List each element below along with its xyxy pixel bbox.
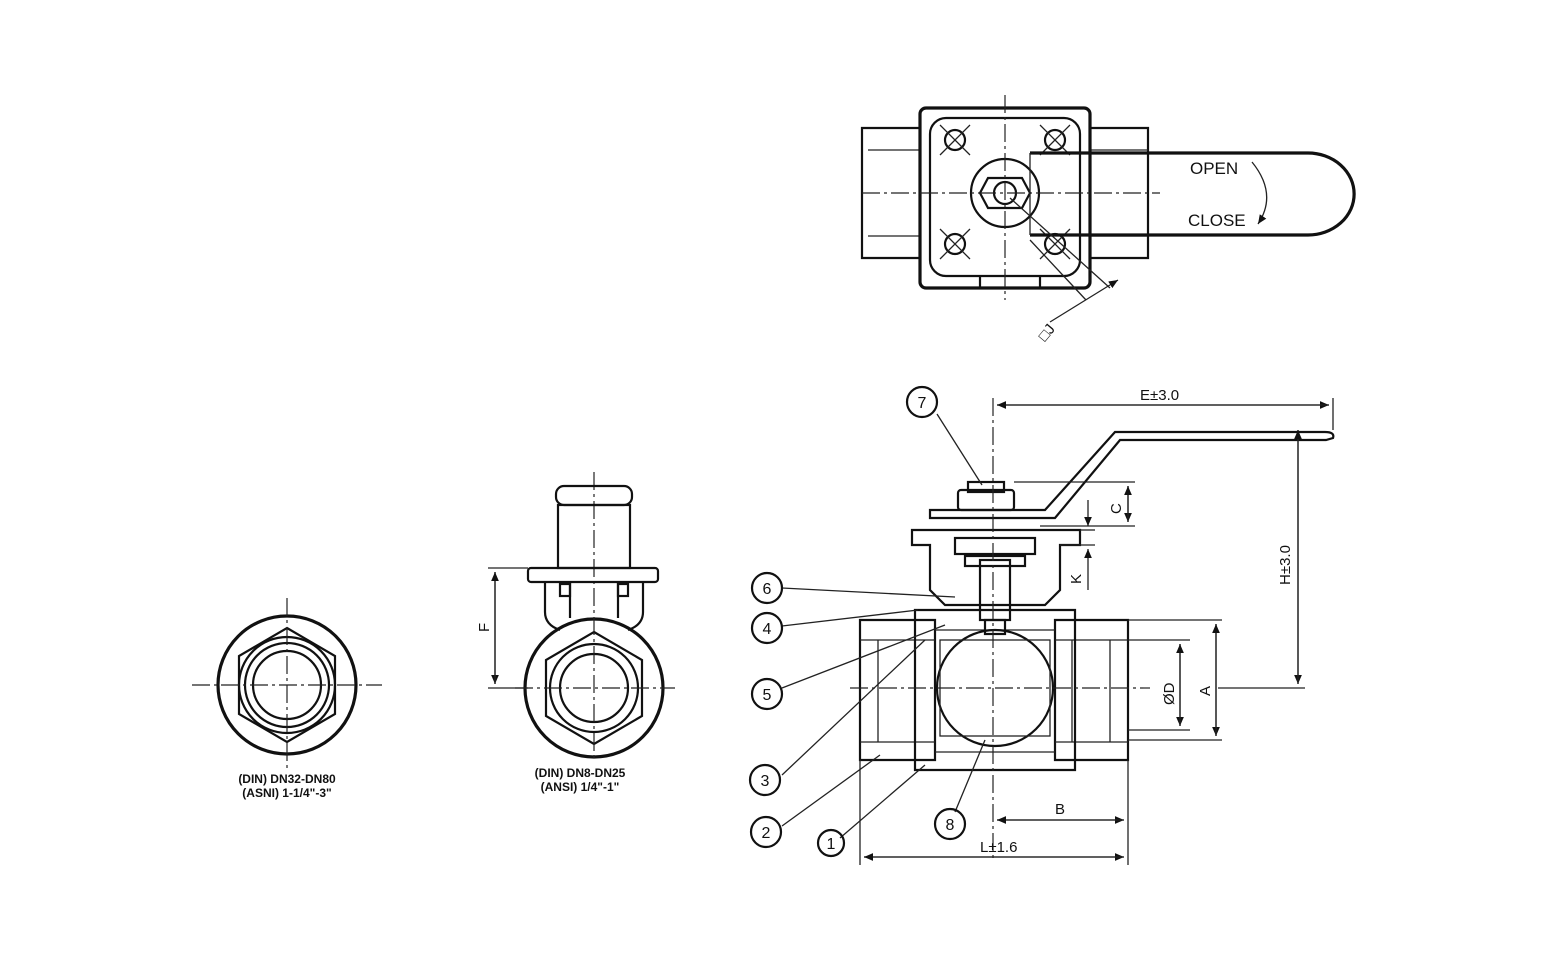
square-j-label: □J (1035, 321, 1059, 345)
dim-a: A (1197, 686, 1214, 696)
dim-f: F (476, 623, 493, 632)
small-side-view: F (DIN) DN8-DN25 (ANSI) 1/4"-1" (476, 472, 675, 794)
svg-text:5: 5 (763, 687, 772, 704)
dim-l: L±1.6 (980, 839, 1017, 856)
balloon-3: 3 (748, 763, 782, 797)
balloon-4: 4 (750, 611, 784, 645)
large-caption-2: (ASNI) 1-1/4"-3" (242, 786, 331, 800)
balloon-7: 7 (905, 385, 939, 419)
balloon-2: 2 (749, 815, 783, 849)
large-caption-1: (DIN) DN32-DN80 (238, 772, 336, 786)
balloon-1: 1 (816, 828, 846, 858)
balloon-8: 8 (933, 807, 967, 841)
small-caption-2: (ANSI) 1/4"-1" (541, 780, 620, 794)
open-label: OPEN (1190, 159, 1238, 178)
dim-k: K (1068, 574, 1085, 584)
svg-text:1: 1 (827, 836, 836, 853)
dim-e: E±3.0 (1140, 387, 1179, 404)
svg-text:2: 2 (762, 825, 771, 842)
balloon-5: 5 (750, 677, 784, 711)
dim-h: H±3.0 (1277, 545, 1294, 585)
dim-d: ØD (1161, 682, 1178, 705)
svg-text:6: 6 (763, 581, 772, 598)
balloon-6: 6 (750, 571, 784, 605)
svg-text:3: 3 (761, 773, 770, 790)
small-caption-1: (DIN) DN8-DN25 (535, 766, 626, 780)
top-view: □J OPEN CLOSE (860, 95, 1356, 345)
dim-c: C (1108, 503, 1125, 514)
balloons: 7 6 4 5 3 2 1 8 (748, 385, 967, 858)
close-label: CLOSE (1188, 211, 1246, 230)
dim-b: B (1055, 801, 1065, 818)
main-section-view: E±3.0 H±3.0 C K ØD A B (781, 387, 1335, 865)
svg-text:7: 7 (918, 395, 927, 412)
svg-text:4: 4 (763, 621, 772, 638)
large-end-view: (DIN) DN32-DN80 (ASNI) 1-1/4"-3" (192, 598, 382, 800)
svg-text:8: 8 (946, 817, 955, 834)
